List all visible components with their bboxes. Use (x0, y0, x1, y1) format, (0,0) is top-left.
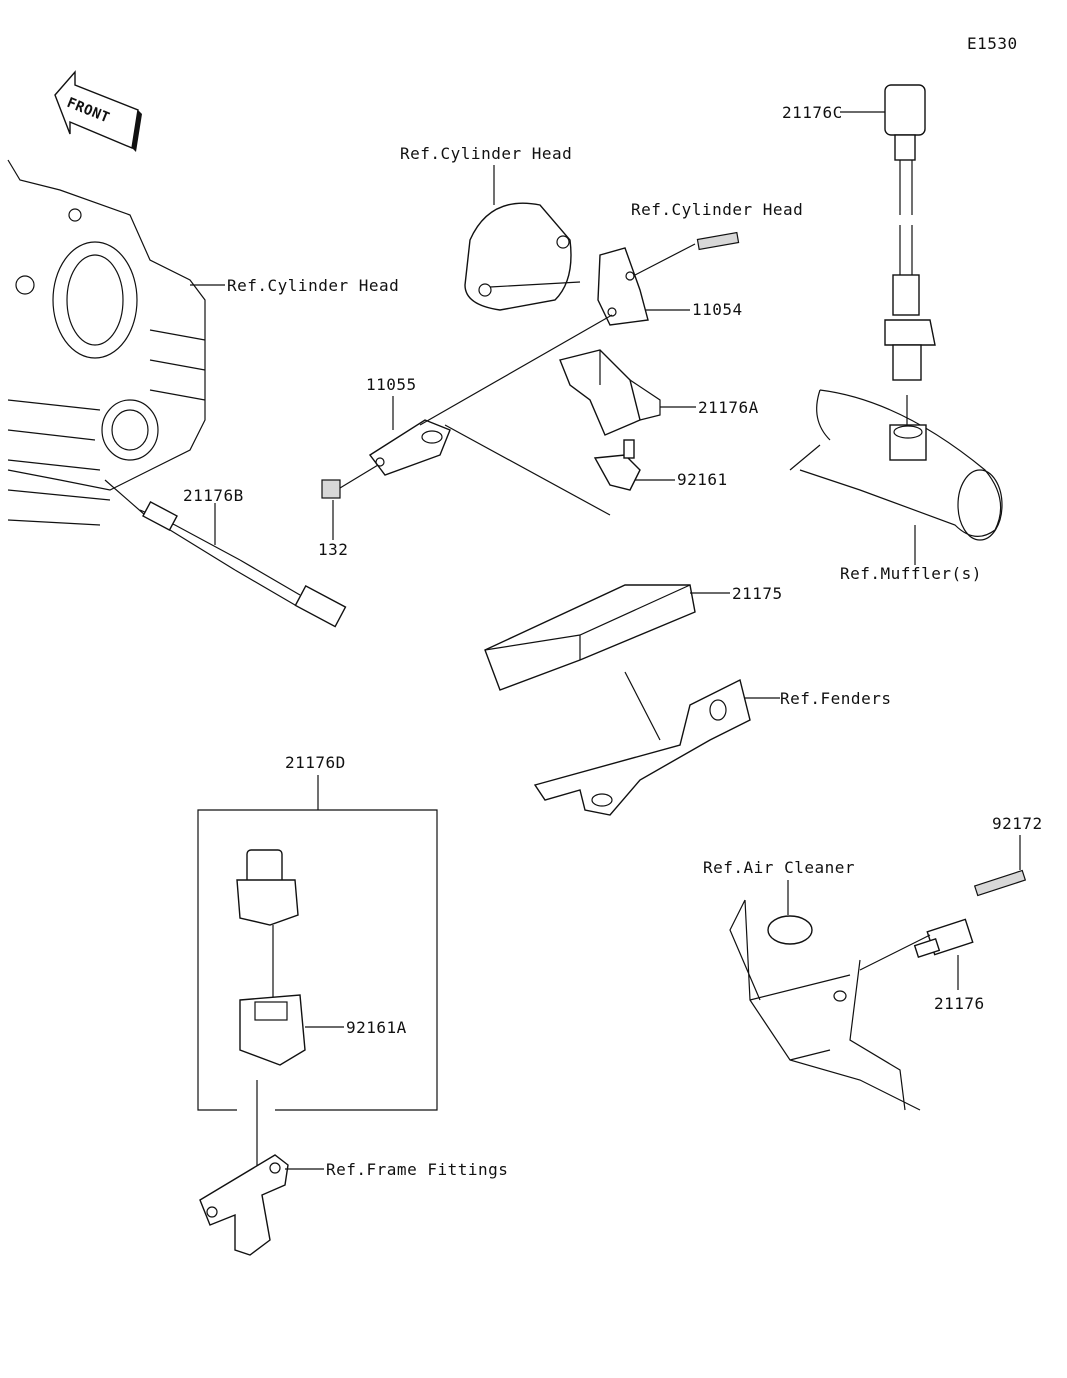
label-ref-cylinder-head-right: Ref.Cylinder Head (631, 200, 803, 219)
cylinder-head-ref (7, 159, 206, 526)
label-21175: 21175 (732, 584, 783, 603)
label-92172: 92172 (992, 814, 1043, 833)
label-11054: 11054 (692, 300, 743, 319)
diagram-code: E1530 (967, 34, 1018, 53)
label-21176B: 21176B (183, 486, 244, 505)
label-21176C: 21176C (782, 103, 843, 122)
label-ref-air-cleaner: Ref.Air Cleaner (703, 858, 855, 877)
label-ref-fenders: Ref.Fenders (780, 689, 891, 708)
label-ref-frame-fittings: Ref.Frame Fittings (326, 1160, 508, 1179)
label-21176A: 21176A (698, 398, 759, 417)
label-92161A: 92161A (346, 1018, 407, 1037)
air-cleaner-ref (729, 899, 921, 1111)
label-ref-muffler: Ref.Muffler(s) (840, 564, 982, 583)
connector-21176D (236, 849, 306, 1066)
sensor-21176B (104, 479, 347, 628)
label-ref-cylinder-head-top: Ref.Cylinder Head (400, 144, 572, 163)
label-11055: 11055 (366, 375, 417, 394)
label-ref-cylinder-head-left: Ref.Cylinder Head (227, 276, 399, 295)
label-132: 132 (318, 540, 348, 559)
label-21176: 21176 (934, 994, 985, 1013)
label-92161: 92161 (677, 470, 728, 489)
muffler-ref (789, 389, 1003, 541)
front-arrow-icon: FRONT (54, 70, 142, 152)
label-21176D: 21176D (285, 753, 346, 772)
